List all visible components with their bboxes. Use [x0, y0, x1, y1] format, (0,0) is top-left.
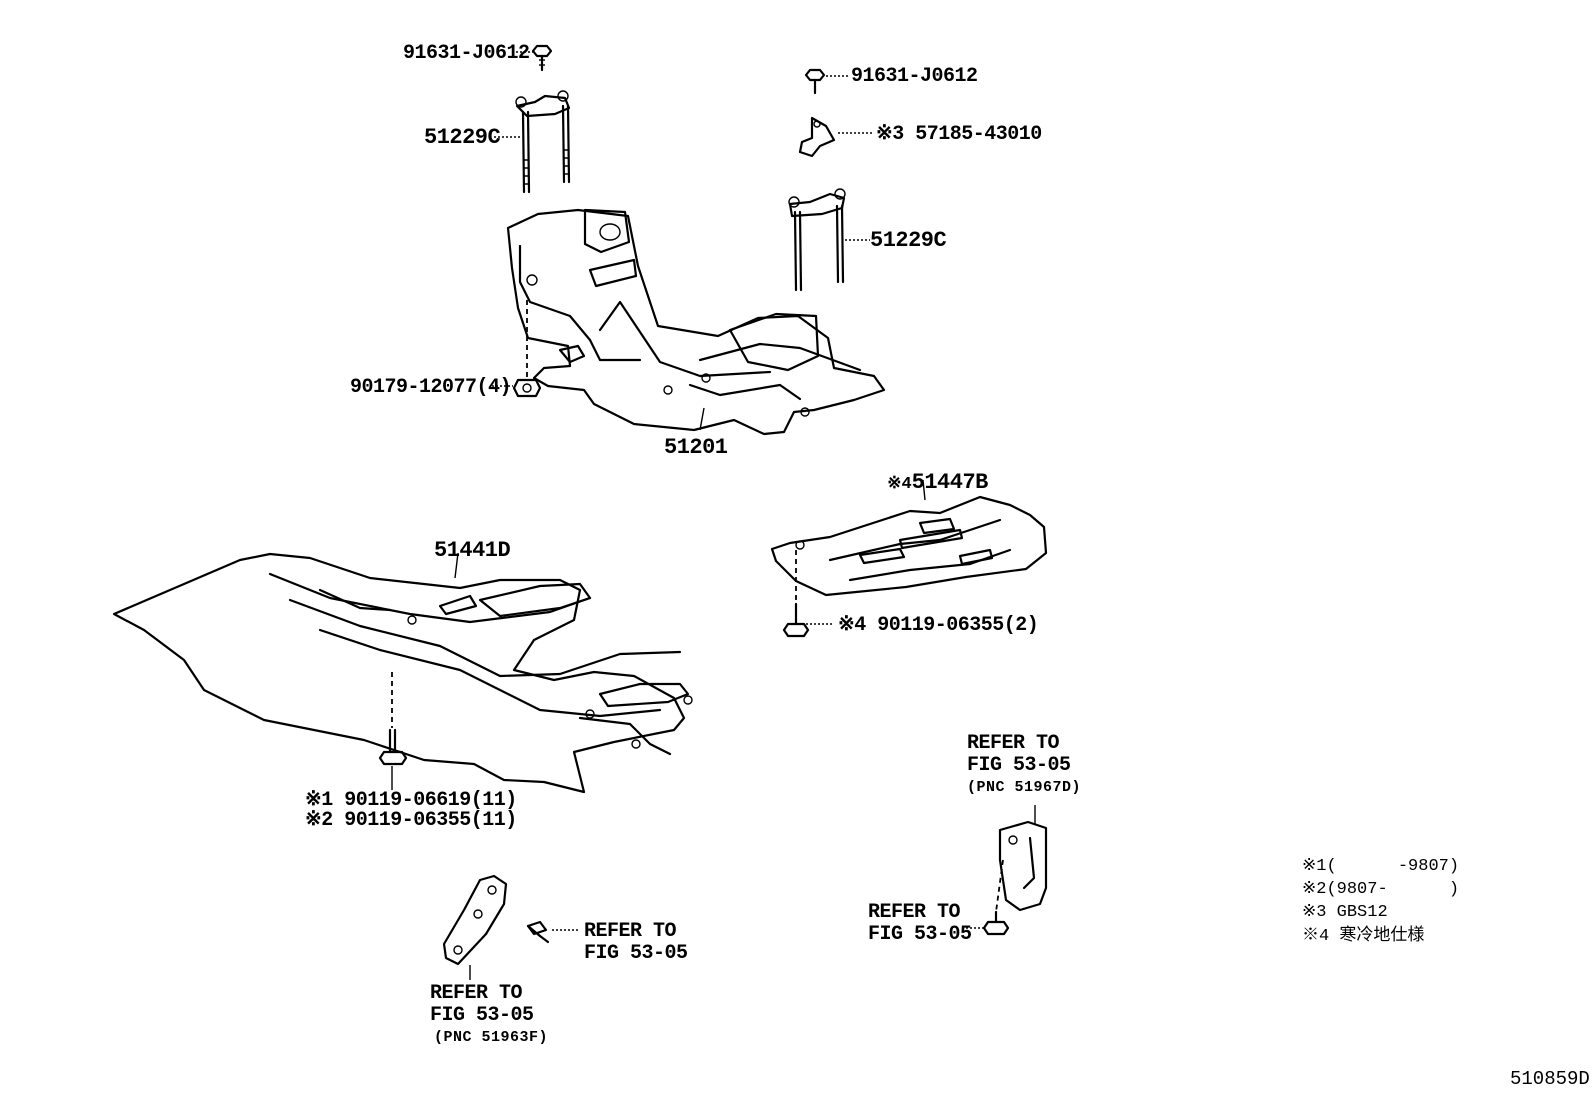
bracket-51967d	[998, 820, 1048, 912]
label-cover-51447b-number: 51447B	[911, 470, 989, 495]
label-bolt-91631-right: 91631-J0612	[851, 65, 978, 88]
bolt-91631-left	[531, 44, 553, 72]
label-bolt-90119-1: ※1 90119-06619(11)	[305, 789, 517, 812]
bolt-51967d	[982, 910, 1010, 936]
ref-bottom-left-line3: (PNC 51963F)	[434, 1029, 549, 1046]
bolt-center-refer	[526, 920, 550, 944]
ref-top-right-line3: (PNC 51967D)	[967, 779, 1082, 796]
cover-51447b	[770, 495, 1048, 597]
nut-90179	[512, 378, 542, 398]
leader-line	[699, 407, 705, 431]
stud-bracket-51229c-right	[788, 188, 846, 292]
label-cover-51447b: ※451447B	[868, 456, 988, 494]
ref-bottom-right-line1: REFER TO	[868, 901, 961, 924]
bolt-91631-right	[804, 68, 826, 95]
legend-item-3: ※3 GBS12	[1302, 903, 1388, 922]
legend-item-2: ※2(9807- )	[1302, 880, 1460, 899]
ref-bottom-left-line1: REFER TO	[430, 982, 523, 1005]
legend-item-4: ※4 寒冷地仕様	[1302, 927, 1425, 946]
bracket-51963f	[442, 874, 508, 966]
label-cover-51441d: 51441D	[434, 538, 511, 563]
label-bracket-57185: ※3 57185-43010	[876, 123, 1042, 146]
ref-bolt-center-line1: REFER TO	[584, 920, 677, 943]
ref-top-right-line2: FIG 53-05	[967, 754, 1071, 777]
ref-top-right-line1: REFER TO	[967, 732, 1060, 755]
bolt-90119-1	[378, 728, 408, 766]
label-stud-51229c-left: 51229C	[424, 125, 501, 150]
label-bolt-90119-2: ※2 90119-06355(11)	[305, 809, 517, 832]
legend-item-1: ※1( -9807)	[1302, 857, 1460, 876]
label-nut-90179: 90179-12077(4)	[350, 376, 512, 399]
stud-bracket-51229c-left	[515, 90, 571, 194]
bracket-57185	[798, 116, 836, 158]
ref-bottom-right-line2: FIG 53-05	[868, 923, 972, 946]
cover-51441d	[112, 552, 693, 794]
crossmember-51201	[506, 208, 886, 436]
label-bolt-90119-4: ※4 90119-06355(2)	[838, 614, 1039, 637]
label-bolt-91631-left: 91631-J0612	[403, 42, 530, 65]
bolt-90119-4	[782, 602, 810, 638]
label-cover-51447b-mark: ※4	[887, 475, 912, 494]
label-stud-51229c-right: 51229C	[870, 228, 947, 253]
label-crossmember-51201: 51201	[664, 435, 728, 460]
ref-bottom-left-line2: FIG 53-05	[430, 1004, 534, 1027]
ref-bolt-center-line2: FIG 53-05	[584, 942, 688, 965]
leader-line	[922, 479, 926, 501]
figure-id: 510859D	[1510, 1068, 1590, 1090]
leader-line	[454, 552, 459, 579]
